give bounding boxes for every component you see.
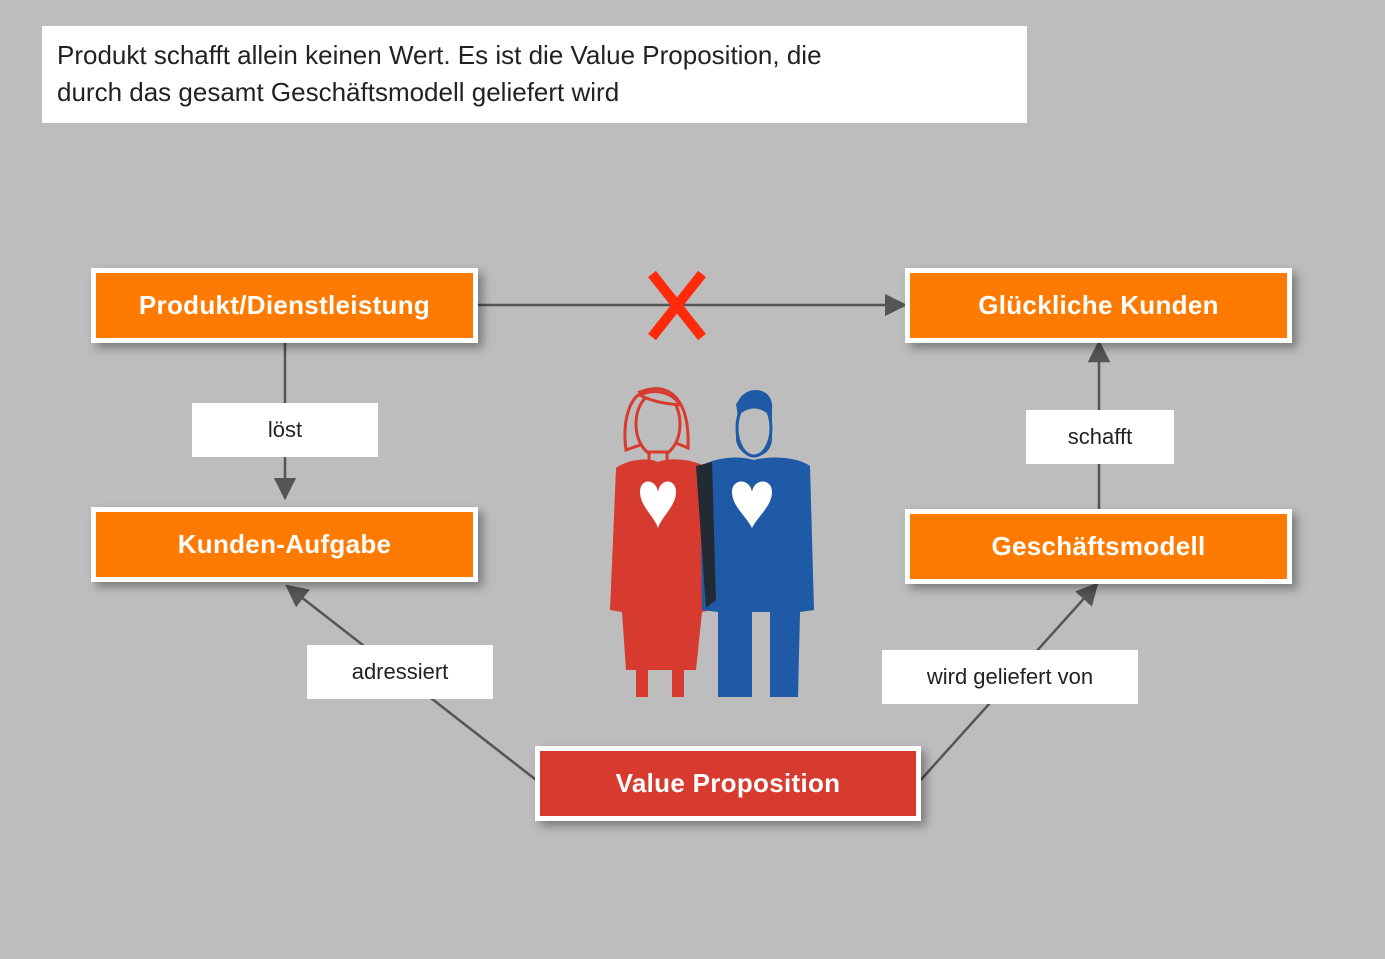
x-mark-icon [648,270,706,341]
edge-label-addresses: adressiert [307,645,493,699]
caption-line-2: durch das gesamt Geschäftsmodell geliefe… [57,77,620,107]
node-value-proposition: Value Proposition [535,746,921,821]
man-figure [696,390,814,697]
node-product: Produkt/Dienstleistung [91,268,478,343]
node-product-label: Produkt/Dienstleistung [138,290,431,320]
caption-box: Produkt schafft allein keinen Wert. Es i… [42,26,1027,123]
edge-label-solves: löst [192,403,378,457]
edge-label-addresses-text: adressiert [351,659,449,684]
node-customer-job: Kunden-Aufgabe [91,507,478,582]
edge-label-delivered-by: wird geliefert von [882,650,1138,704]
caption-line-1: Produkt schafft allein keinen Wert. Es i… [57,40,822,70]
node-happy-customers-label: Glückliche Kunden [978,290,1219,320]
edge-label-creates-text: schafft [1067,424,1133,449]
edge-label-solves-text: löst [267,417,303,442]
node-business-model: Geschäftsmodell [905,509,1292,584]
node-happy-customers: Glückliche Kunden [905,268,1292,343]
edge-label-delivered-by-text: wird geliefert von [926,664,1094,689]
woman-figure [610,387,712,697]
edge-label-creates: schafft [1026,410,1174,464]
node-value-proposition-label: Value Proposition [615,768,841,798]
node-business-model-label: Geschäftsmodell [991,531,1206,561]
node-customer-job-label: Kunden-Aufgabe [177,529,392,559]
